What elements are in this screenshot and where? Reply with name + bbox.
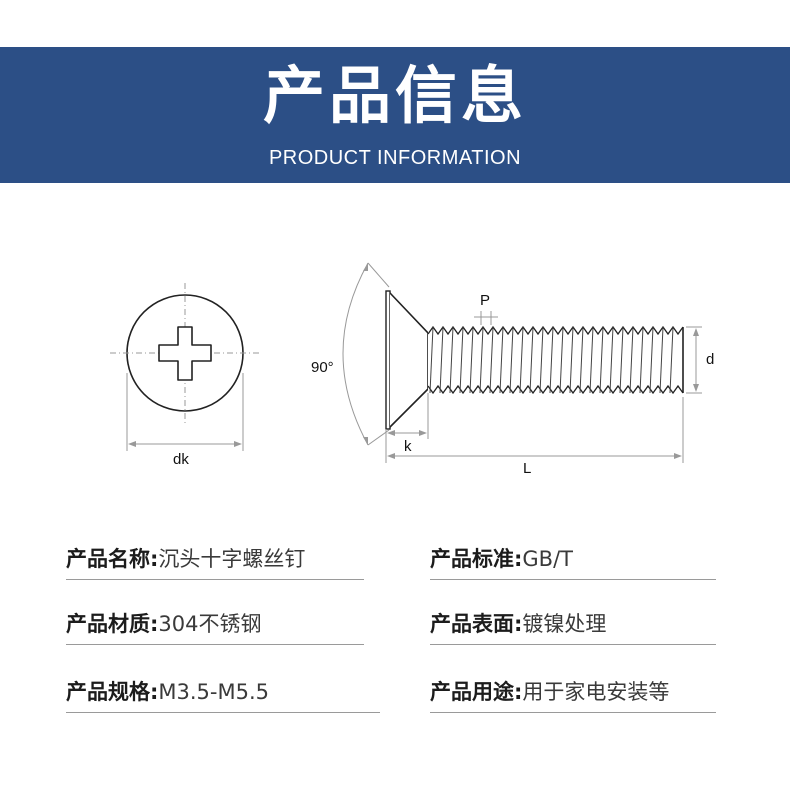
phillips-cross-icon	[158, 326, 212, 381]
spec-row-surface: 产品表面:镀镍处理	[430, 604, 716, 645]
spec-label: 产品名称:	[66, 547, 159, 571]
head-height-label: k	[404, 438, 412, 455]
thread-profile	[427, 325, 684, 395]
spec-value: 镀镍处理	[522, 612, 607, 636]
diameter-label: d	[706, 351, 714, 368]
angle-label: 90°	[311, 359, 334, 376]
pitch-label: P	[480, 292, 490, 309]
dk-label: dk	[173, 451, 189, 468]
screw-head-front-view: dk	[110, 283, 262, 468]
spec-row-size: 产品规格:M3.5-M5.5	[66, 672, 380, 713]
length-label: L	[523, 460, 531, 477]
spec-label: 产品用途:	[430, 680, 523, 704]
screw-technical-drawing: dk P d 90° k	[110, 262, 714, 477]
spec-value: 用于家电安装等	[522, 680, 670, 704]
spec-value: 沉头十字螺丝钉	[158, 547, 306, 571]
page-subtitle: PRODUCT INFORMATION	[268, 147, 522, 169]
page-title: 产品信息	[262, 59, 527, 132]
spec-value: 304不锈钢	[158, 612, 262, 636]
spec-value: M3.5-M5.5	[158, 680, 270, 704]
spec-label: 产品标准:	[430, 547, 523, 571]
spec-label: 产品规格:	[66, 680, 159, 704]
spec-label: 产品材质:	[66, 612, 159, 636]
spec-value: GB/T	[522, 547, 573, 571]
spec-row-name: 产品名称:沉头十字螺丝钉	[66, 539, 364, 580]
spec-row-usage: 产品用途:用于家电安装等	[430, 672, 716, 713]
spec-row-standard: 产品标准:GB/T	[430, 539, 716, 580]
spec-row-material: 产品材质:304不锈钢	[66, 604, 364, 645]
spec-label: 产品表面:	[430, 612, 523, 636]
header-banner: 产品信息 PRODUCT INFORMATION	[0, 47, 790, 183]
screw-side-view: P d 90° k L	[311, 262, 714, 477]
